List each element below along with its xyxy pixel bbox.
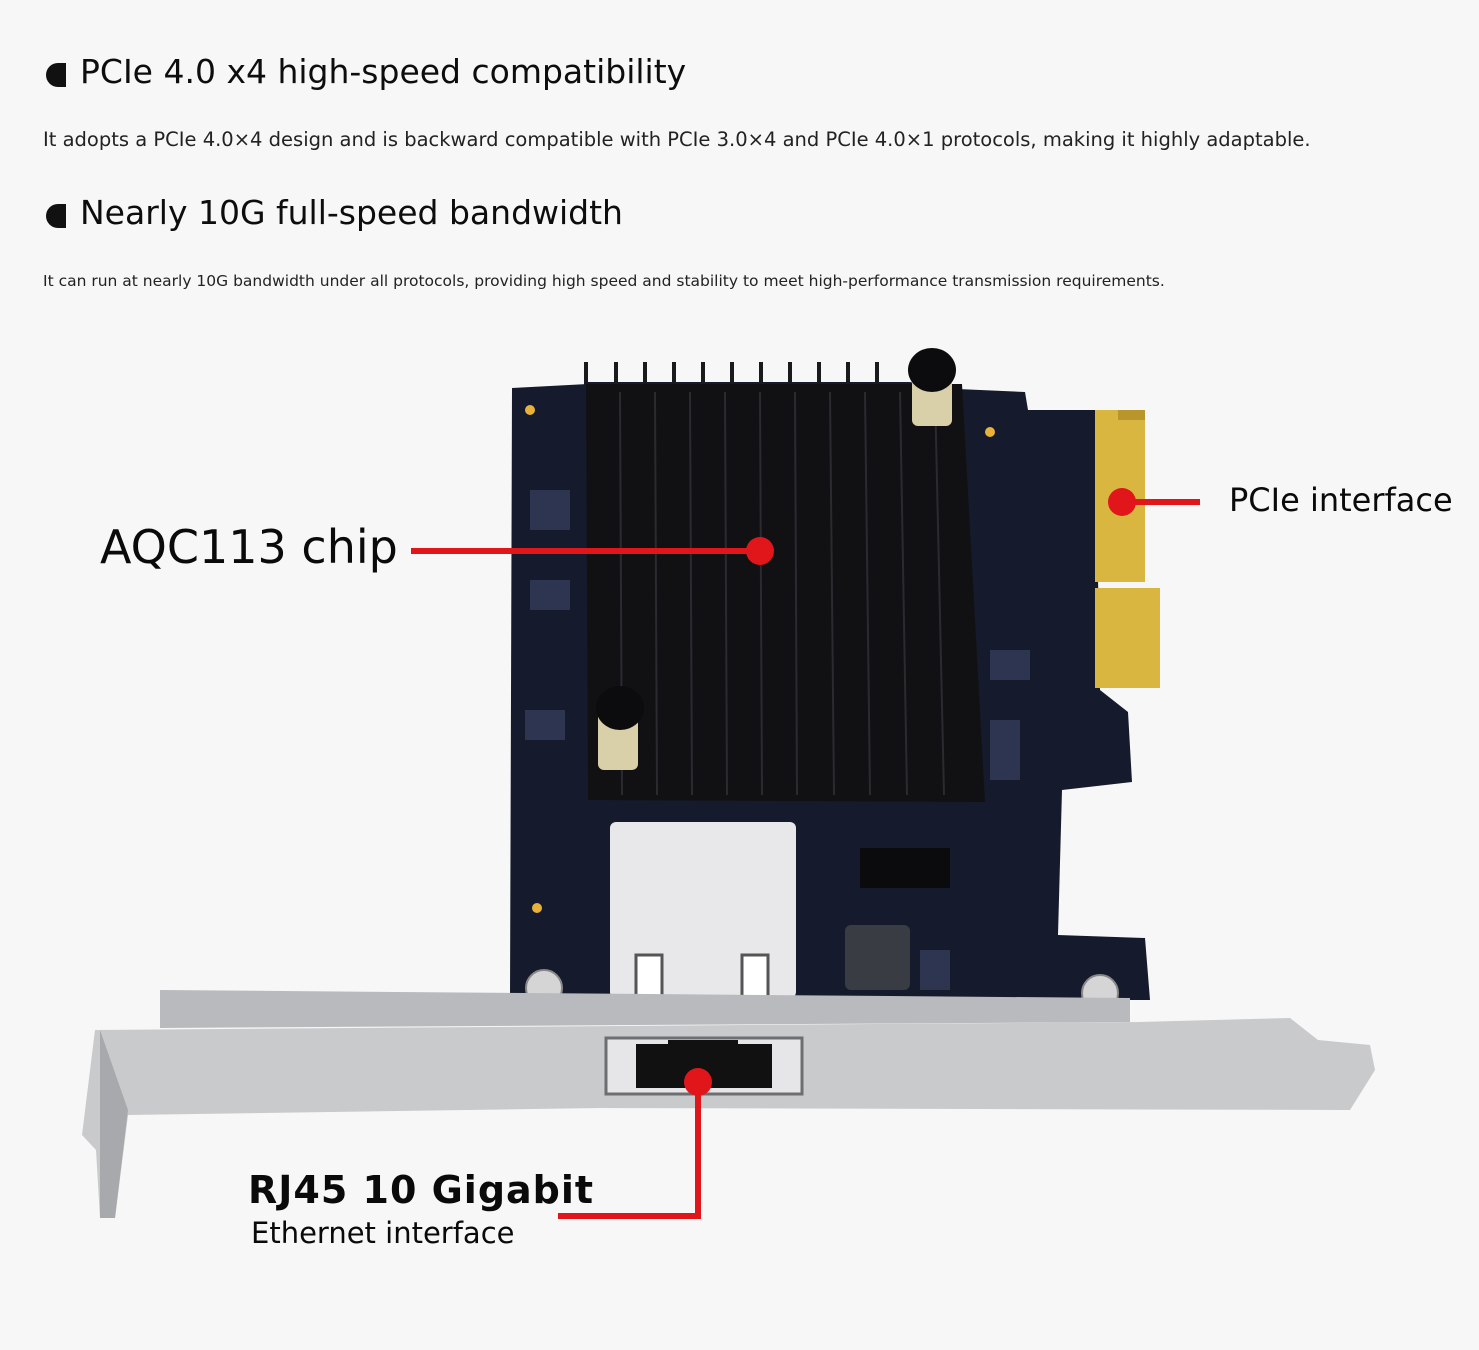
mounting-bracket: [82, 990, 1375, 1218]
pcb-components: [525, 490, 1030, 990]
feature-title-bandwidth: Nearly 10G full-speed bandwidth: [46, 193, 623, 232]
heatsink-fins-top: [584, 362, 879, 386]
callout-label-rj45-sub: Ethernet interface: [251, 1216, 515, 1250]
feature-title-text: Nearly 10G full-speed bandwidth: [80, 193, 623, 232]
bullet-icon: [46, 204, 66, 228]
push-pin-bottom: [596, 686, 644, 770]
pcie-gold-fingers: [1095, 410, 1160, 688]
heatsink: [586, 384, 985, 802]
feature-description-bandwidth: It can run at nearly 10G bandwidth under…: [43, 272, 1165, 290]
feature-description-pcie: It adopts a PCIe 4.0×4 design and is bac…: [43, 128, 1311, 151]
callout-label-chip: AQC113 chip: [100, 520, 398, 574]
callout-dots: [684, 488, 1136, 1096]
feature-title-text: PCIe 4.0 x4 high-speed compatibility: [80, 52, 687, 91]
feature-title-pcie: PCIe 4.0 x4 high-speed compatibility: [46, 52, 686, 91]
callout-label-pcie: PCIe interface: [1229, 481, 1453, 519]
callout-label-rj45: RJ45 10 Gigabit: [248, 1168, 595, 1212]
bullet-icon: [46, 63, 66, 87]
push-pin-top: [908, 348, 956, 426]
